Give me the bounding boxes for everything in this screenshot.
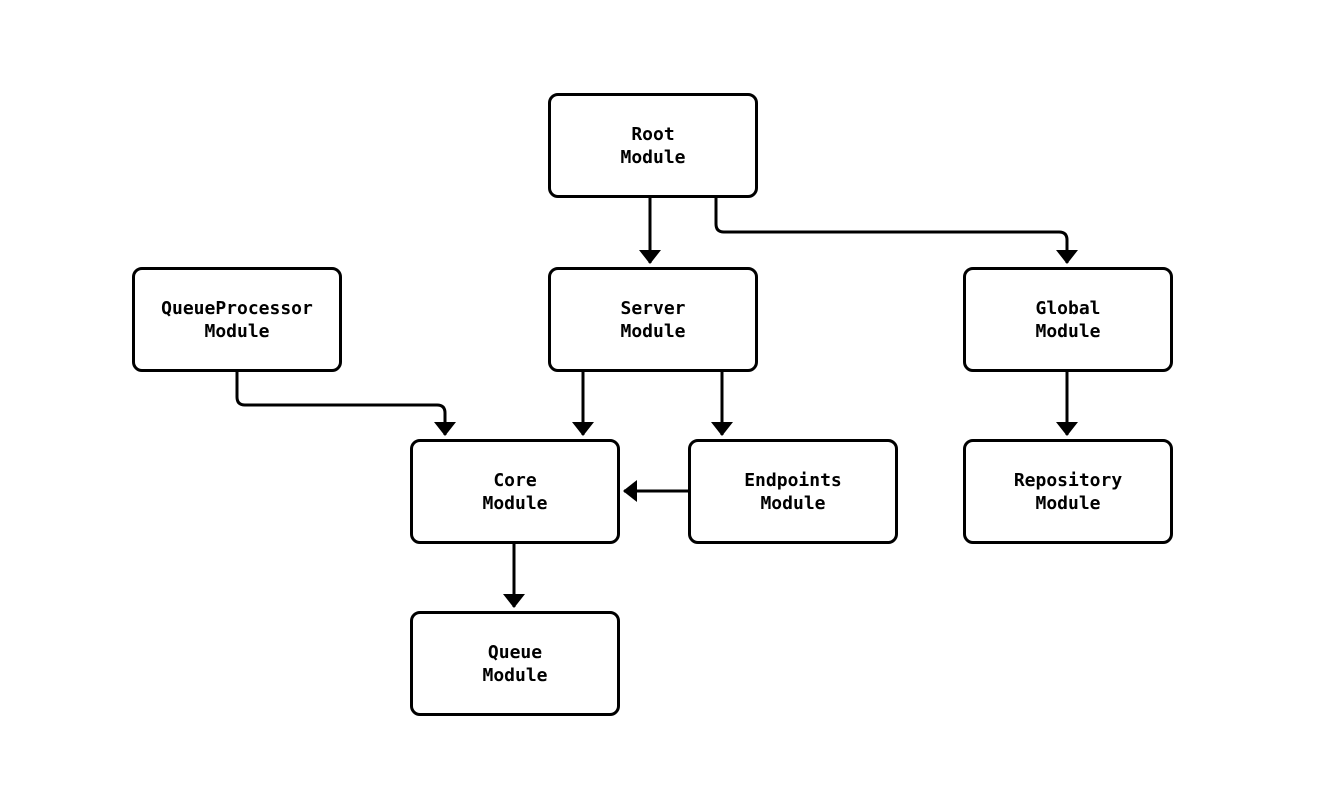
node-endpoints-module: Endpoints Module: [688, 439, 898, 544]
node-repository-module: Repository Module: [963, 439, 1173, 544]
node-queue-module: Queue Module: [410, 611, 620, 716]
edge-root-to-global: [714, 198, 1078, 264]
node-queueprocessor-module: QueueProcessor Module: [132, 267, 342, 372]
node-server-module: Server Module: [548, 267, 758, 372]
node-root-module: Root Module: [548, 93, 758, 198]
edge-queueprocessor-to-core: [235, 372, 456, 436]
node-core-module: Core Module: [410, 439, 620, 544]
node-global-module: Global Module: [963, 267, 1173, 372]
